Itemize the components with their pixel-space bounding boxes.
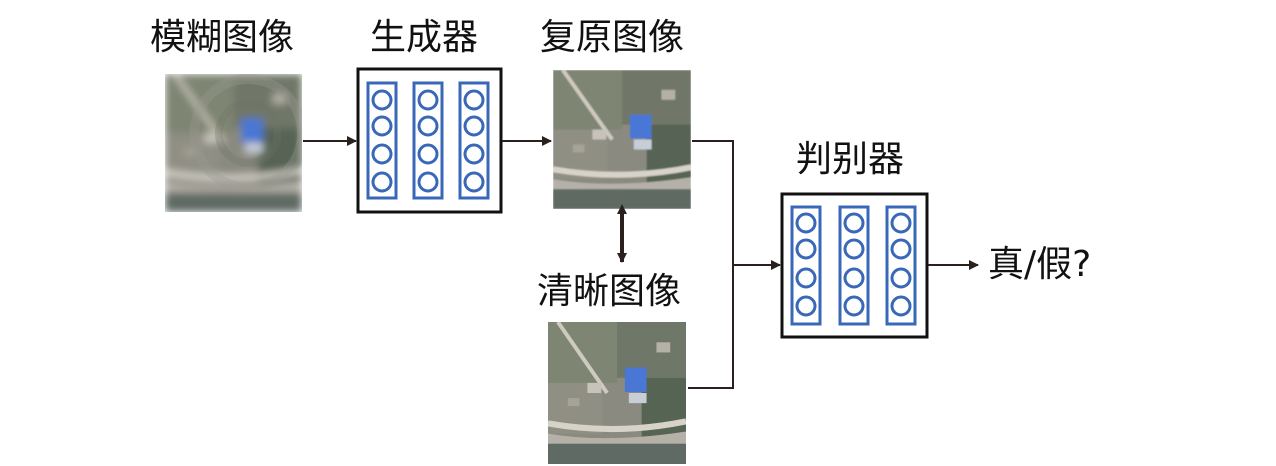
restored-image: [553, 70, 691, 209]
output-label: 真/假?: [988, 244, 1092, 285]
discriminator-network: [780, 192, 929, 339]
generator-label: 生成器: [370, 17, 479, 58]
restored-image-label: 复原图像: [540, 17, 685, 58]
clear-image-label: 清晰图像: [537, 271, 682, 312]
blurry-image-label: 模糊图像: [150, 17, 295, 58]
clear-image: [548, 322, 686, 464]
generator-network: [356, 67, 503, 214]
connector-restored-to-junction: [688, 140, 734, 389]
discriminator-label: 判别器: [796, 139, 905, 180]
blurry-image: [165, 74, 302, 212]
